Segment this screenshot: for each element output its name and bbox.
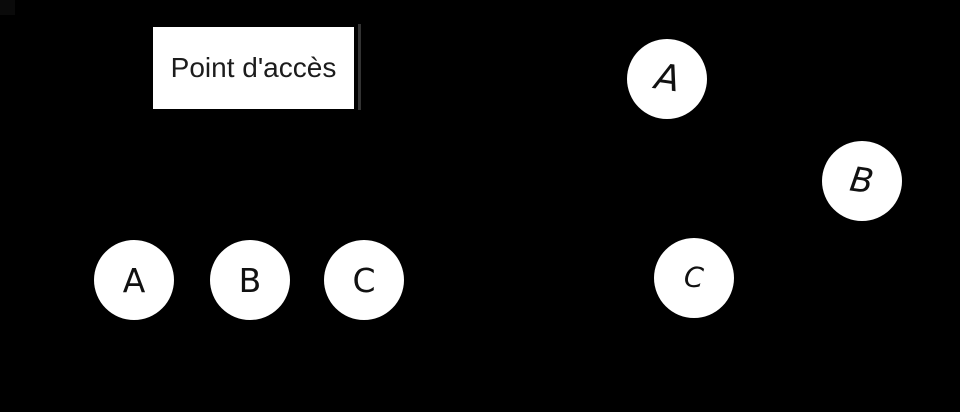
station-label: C [683,260,705,295]
access-point-label: Point d'accès [170,52,337,83]
station-node-infrastructure-a: A [94,240,174,320]
station-label: C [352,260,376,300]
station-label: B [238,260,262,300]
access-point-shadow [358,24,361,110]
station-label: A [122,260,146,300]
station-node-adhoc-c: C [654,238,734,318]
station-node-adhoc-a: A [627,39,707,119]
access-point-box: Point d'accès [153,27,354,109]
station-node-infrastructure-b: B [210,240,290,320]
station-label: B [847,159,877,203]
corner-artifact [0,0,15,15]
station-label: A [652,56,683,101]
station-node-infrastructure-c: C [324,240,404,320]
station-node-adhoc-b: B [822,141,902,221]
